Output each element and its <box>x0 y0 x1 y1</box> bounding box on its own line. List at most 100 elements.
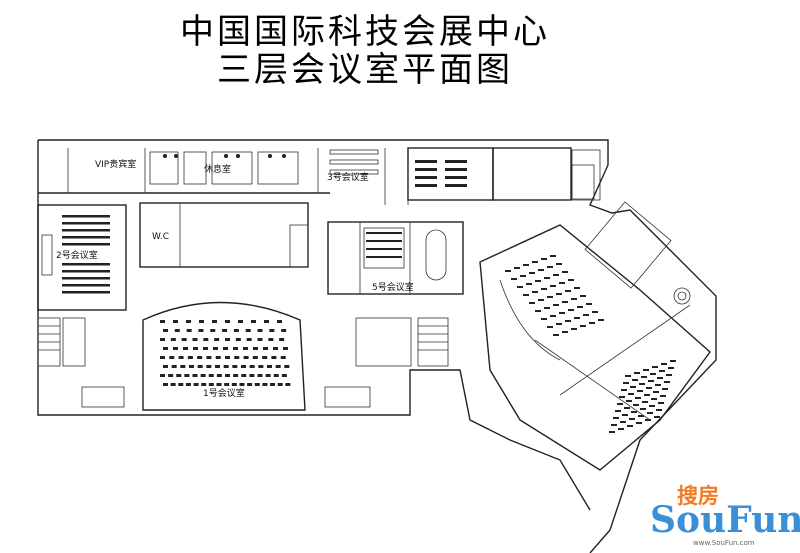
seat-mark <box>626 400 632 402</box>
east-room-tables <box>415 160 467 187</box>
seat-mark <box>180 365 186 368</box>
east-wing <box>479 201 711 471</box>
seat-mark <box>650 373 656 375</box>
seat-mark <box>538 299 544 301</box>
seat-mark <box>628 393 634 395</box>
seat-mark <box>254 383 260 386</box>
seat-mark <box>559 282 565 284</box>
seat-mark <box>262 356 268 359</box>
seat-mark <box>649 405 655 407</box>
seat-mark <box>642 401 648 403</box>
stairs-and-elevators <box>37 164 595 408</box>
seat-mark <box>656 409 662 411</box>
seat-mark <box>544 307 550 309</box>
seat-mark <box>193 383 199 386</box>
seat-mark <box>257 338 263 341</box>
seat-mark <box>619 396 625 398</box>
seat-mark <box>279 338 285 341</box>
seat-mark <box>234 356 240 359</box>
seat-mark <box>251 320 256 323</box>
seat-mark <box>213 347 218 350</box>
seat-mark <box>550 255 556 257</box>
seat-mark <box>523 264 529 266</box>
seat-mark <box>664 381 670 383</box>
seat-mark <box>247 383 253 386</box>
seat-mark <box>170 338 176 341</box>
seat-mark <box>580 295 586 297</box>
seat-mark <box>636 422 642 424</box>
seat-mark <box>517 286 523 288</box>
seat-mark <box>210 329 216 332</box>
seat-mark <box>160 320 165 323</box>
seat-mark <box>225 374 230 377</box>
seat-mark <box>285 383 291 386</box>
soufun-watermark: 搜房 SouFun www.SouFun.com <box>650 484 800 547</box>
seat-mark <box>275 365 281 368</box>
seat-mark <box>273 374 279 377</box>
east-wing-seating <box>505 255 676 433</box>
seat-mark <box>623 382 629 384</box>
seat-mark <box>571 298 577 300</box>
seat-mark <box>632 379 638 381</box>
label-rest-room: 休息室 <box>204 163 231 175</box>
seat-mark <box>225 338 230 341</box>
seat-mark <box>215 365 220 368</box>
seat-mark <box>586 303 592 305</box>
seat-mark <box>222 329 228 332</box>
seat-mark <box>630 386 636 388</box>
seat-mark <box>526 283 532 285</box>
seat-mark <box>562 271 568 273</box>
seat-mark <box>523 294 529 296</box>
seat-mark <box>644 394 650 396</box>
seat-mark <box>553 304 559 306</box>
vip-furniture <box>149 151 299 185</box>
seat-mark <box>565 290 571 292</box>
seat-mark <box>583 314 589 316</box>
seat-mark <box>653 391 659 393</box>
auditorium-seating <box>160 320 291 386</box>
seat-mark <box>562 301 568 303</box>
seat-mark <box>553 334 559 336</box>
seat-mark <box>646 387 652 389</box>
seat-mark <box>223 365 229 368</box>
seat-mark <box>541 288 547 290</box>
seat-mark <box>648 380 654 382</box>
seat-mark <box>163 329 168 332</box>
seat-mark <box>633 404 639 406</box>
seat-mark <box>277 320 282 323</box>
seat-mark <box>263 347 268 350</box>
seat-mark <box>637 390 643 392</box>
seat-mark <box>185 383 191 386</box>
seat-mark <box>257 329 263 332</box>
seat-mark <box>187 356 193 359</box>
seat-mark <box>199 320 204 323</box>
seat-mark <box>225 320 230 323</box>
label-room1: 1号会议室 <box>203 387 245 399</box>
seat-mark <box>270 383 276 386</box>
seat-mark <box>639 383 645 385</box>
seat-mark <box>624 407 630 409</box>
seat-mark <box>216 374 222 377</box>
seat-mark <box>622 414 628 416</box>
seat-mark <box>269 329 275 332</box>
seat-mark <box>268 338 274 341</box>
seat-mark <box>212 320 217 323</box>
watermark-cn: 搜房 <box>677 484 719 508</box>
room2-block <box>37 204 127 311</box>
seat-mark <box>264 320 269 323</box>
seat-mark <box>186 329 192 332</box>
seat-mark <box>568 279 574 281</box>
seat-mark <box>231 383 237 386</box>
seat-mark <box>169 356 175 359</box>
seat-mark <box>208 374 214 377</box>
seat-mark <box>589 322 595 324</box>
seat-mark <box>277 383 283 386</box>
plan-subtitle: 三层会议室平面图 <box>217 50 513 90</box>
seat-mark <box>638 415 644 417</box>
seat-mark <box>163 347 168 350</box>
seat-mark <box>613 417 619 419</box>
seat-mark <box>225 356 230 359</box>
seat-mark <box>201 383 207 386</box>
seat-mark <box>208 383 214 386</box>
